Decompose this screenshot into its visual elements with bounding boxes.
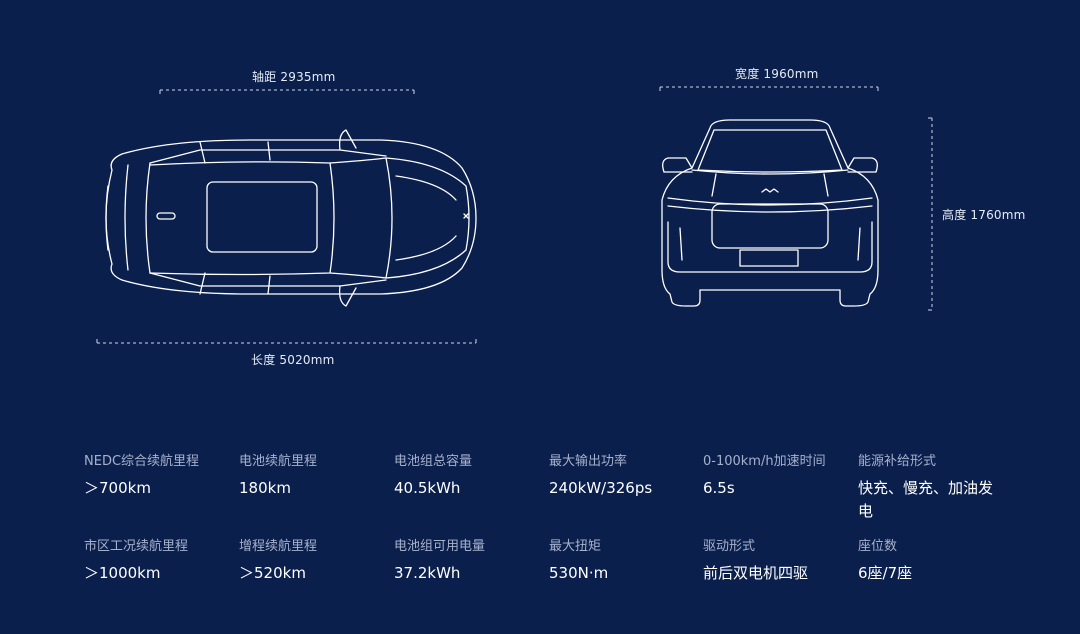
spec-item: 增程续航里程 ＞520km (239, 537, 389, 585)
spec-value: ＞520km (239, 564, 306, 582)
spec-label: 电池组总容量 (394, 454, 473, 469)
height-label: 高度 1760mm (942, 208, 1026, 222)
spec-item: 最大扭矩 530N·m (549, 537, 699, 585)
spec-label: 能源补给形式 (858, 454, 937, 469)
spec-label: 最大扭矩 (549, 539, 602, 554)
spec-item: 最大输出功率 240kW/326ps (549, 452, 699, 500)
spec-item: 0-100km/h加速时间 6.5s (703, 452, 853, 500)
top-view-body (105, 139, 477, 295)
spec-item: 驱动形式 前后双电机四驱 (703, 537, 853, 585)
spec-item: 电池续航里程 180km (239, 452, 389, 500)
spec-label: 0-100km/h加速时间 (703, 454, 826, 469)
spec-value: 40.5kWh (394, 479, 461, 497)
spec-value: 530N·m (549, 564, 609, 582)
spec-label: 最大输出功率 (549, 454, 628, 469)
spec-label: 电池续航里程 (239, 454, 318, 469)
spec-value: 6.5s (703, 479, 735, 497)
spec-value: 240kW/326ps (549, 479, 653, 497)
length-label: 长度 5020mm (251, 353, 335, 367)
vehicle-diagram: 轴距 2935mm 长度 5020mm 宽度 1960mm 高度 1760mm (96, 67, 1026, 367)
spec-label: 增程续航里程 (239, 539, 318, 554)
vehicle-outline-drawing (96, 86, 933, 344)
spec-value: ＞700km (84, 479, 151, 497)
spec-item: 市区工况续航里程 ＞1000km (84, 537, 234, 585)
spec-value: 180km (239, 479, 291, 497)
spec-item: NEDC综合续航里程 ＞700km (84, 452, 234, 500)
spec-label: NEDC综合续航里程 (84, 454, 200, 469)
spec-value: 快充、慢充、加油发电 (858, 479, 994, 520)
spec-value: 6座/7座 (858, 564, 913, 582)
spec-item: 能源补给形式 快充、慢充、加油发电 (858, 452, 1006, 523)
spec-item: 座位数 6座/7座 (858, 537, 1008, 585)
spec-label: 驱动形式 (703, 539, 756, 554)
front-view-body (661, 119, 879, 307)
spec-value: 37.2kWh (394, 564, 461, 582)
spec-item: 电池组可用电量 37.2kWh (394, 537, 544, 585)
spec-label: 座位数 (858, 539, 898, 554)
spec-label: 市区工况续航里程 (84, 539, 189, 554)
wheelbase-label: 轴距 2935mm (252, 70, 336, 84)
spec-value: 前后双电机四驱 (703, 564, 809, 582)
width-label: 宽度 1960mm (735, 67, 819, 81)
spec-value: ＞1000km (84, 564, 161, 582)
spec-item: 电池组总容量 40.5kWh (394, 452, 544, 500)
spec-label: 电池组可用电量 (394, 539, 486, 554)
